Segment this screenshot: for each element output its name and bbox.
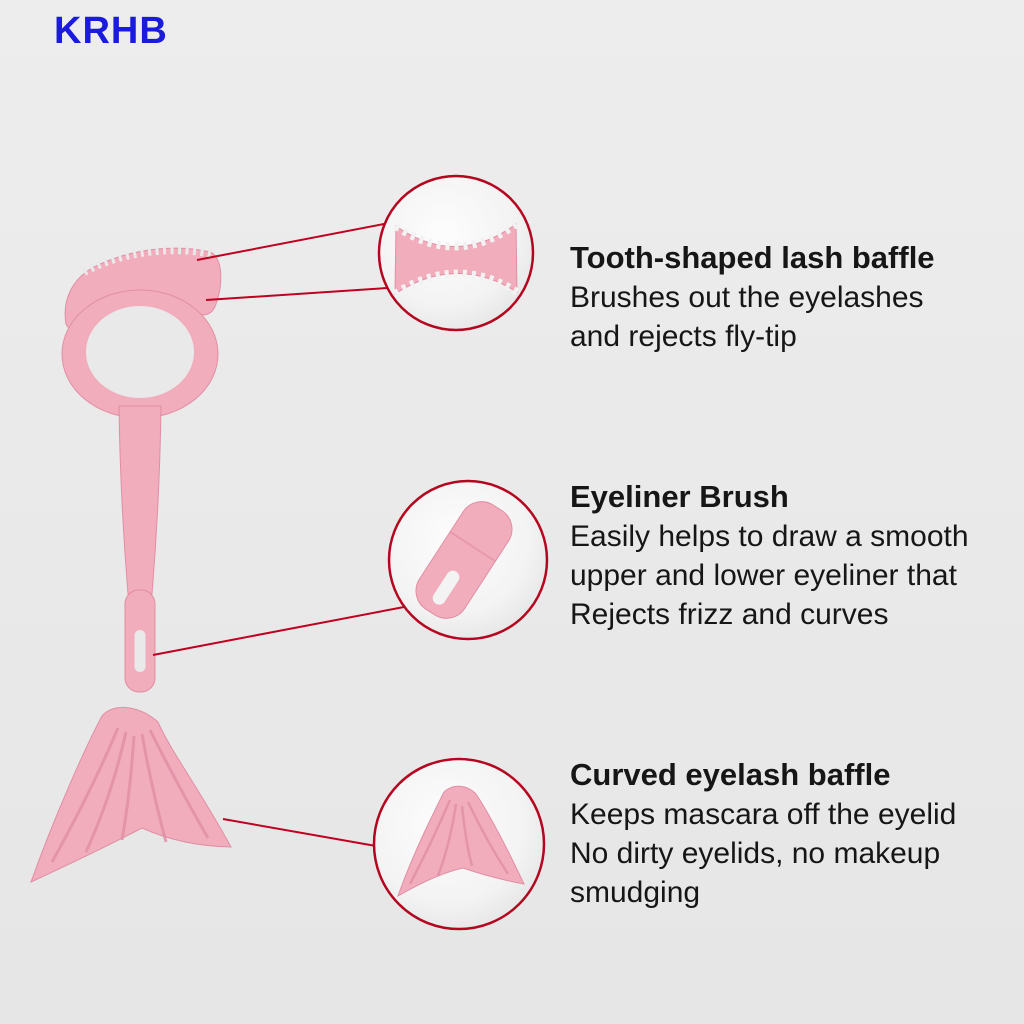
detail-circle-comb: [377, 174, 535, 332]
tool-brush-tip-slot: [134, 630, 146, 672]
detail-circle-fan: [372, 757, 546, 931]
fan-body: [30, 706, 232, 883]
callout-line-comb-upper: [196, 223, 385, 261]
callout-line-text: Rejects frizz and curves: [570, 598, 889, 631]
fan-ridges: [50, 727, 210, 863]
callout-line-fan: [222, 818, 377, 847]
fan-detail-ridges: [408, 799, 510, 885]
callout-title-brush: Eyeliner Brush: [570, 479, 789, 514]
callout-line-text: No dirty eyelids, no makeup: [570, 837, 941, 870]
comb-detail-teeth-bottom: [392, 269, 520, 298]
callout-title-fan: Curved eyelash baffle: [570, 757, 891, 792]
callout-line-brush: [152, 606, 405, 656]
callout-line-text: upper and lower eyeliner that: [570, 559, 957, 592]
tool-fan-piece: [30, 706, 232, 883]
brush-tip-joint: [449, 531, 496, 563]
detail-circle-brush: [387, 479, 549, 641]
comb-detail-teeth-top: [393, 220, 519, 251]
tool-main: [61, 246, 222, 693]
callout-line-text: Keeps mascara off the eyelid: [570, 798, 957, 831]
brush-tip-detail-slot: [432, 570, 460, 605]
fan-detail-shape: [397, 785, 525, 898]
callout-text-fan: Curved eyelash baffle Keeps mascara off …: [570, 755, 1010, 912]
callout-line-comb-lower: [205, 287, 388, 301]
callout-line-text: smudging: [570, 876, 701, 909]
callout-line-text: Brushes out the eyelashes: [570, 281, 924, 314]
callout-text-brush: Eyeliner Brush Easily helps to draw a sm…: [570, 477, 1010, 634]
tool-comb-teeth: [82, 246, 213, 276]
callout-line-text: Easily helps to draw a smooth: [570, 520, 969, 553]
callout-line-text: and rejects fly-tip: [570, 320, 797, 353]
callout-title-comb: Tooth-shaped lash baffle: [570, 240, 935, 275]
callout-lines: [152, 223, 405, 847]
tool-handle: [118, 405, 162, 595]
brand-watermark: KRHB: [54, 10, 168, 52]
callout-text-comb: Tooth-shaped lash baffle Brushes out the…: [570, 238, 1010, 356]
tool-ring-hole: [86, 306, 194, 398]
